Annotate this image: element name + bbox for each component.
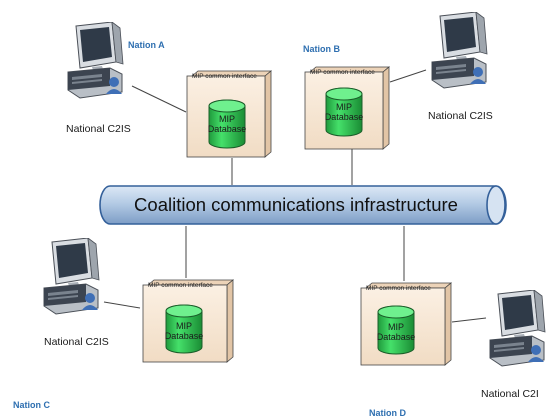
c2is-label-d: National C2I <box>481 388 539 400</box>
database-label-line1: MIP <box>175 321 192 331</box>
database-icon: MIP Database <box>207 98 247 150</box>
database-label-line1: MIP <box>335 102 352 112</box>
database-icon: MIP Database <box>376 304 416 356</box>
mip-interface-box-d: MIP common interface MIP Database <box>360 282 452 366</box>
c2is-label-c: National C2IS <box>44 336 109 348</box>
mip-interface-title: MIP common interface <box>192 73 257 80</box>
mip-interface-title: MIP common interface <box>366 285 431 292</box>
c2is-label-a: National C2IS <box>66 123 131 135</box>
database-label-line2: Database <box>164 331 204 341</box>
database-icon: MIP Database <box>164 303 204 355</box>
computer-icon-c <box>38 238 104 316</box>
coalition-infrastructure-pipe: Coalition communications infrastructure <box>98 184 510 226</box>
database-label-line2: Database <box>324 112 364 122</box>
mip-interface-box-b: MIP common interface MIP Database <box>304 66 390 150</box>
database-label-line2: Database <box>207 124 247 134</box>
mip-interface-box-c: MIP common interface MIP Database <box>142 279 234 363</box>
nation-b-label: Nation B <box>303 44 340 54</box>
link-computer-a <box>131 85 187 113</box>
mip-interface-box-a: MIP common interface MIP Database <box>186 70 272 158</box>
link-computer-d <box>451 317 487 323</box>
mip-interface-title: MIP common interface <box>310 69 375 76</box>
database-label-line1: MIP <box>387 322 404 332</box>
link-computer-b <box>389 69 427 83</box>
nation-d-label: Nation D <box>369 408 406 416</box>
nation-c-label: Nation C <box>13 400 50 410</box>
database-label-line1: MIP <box>218 114 235 124</box>
database-icon: MIP Database <box>324 86 364 138</box>
nation-a-label: Nation A <box>128 40 165 50</box>
mip-interface-title: MIP common interface <box>148 282 213 289</box>
database-label-line2: Database <box>376 332 416 342</box>
c2is-label-b: National C2IS <box>428 110 493 122</box>
computer-icon-b <box>426 12 492 90</box>
backbone-label: Coalition communications infrastructure <box>134 194 458 215</box>
computer-icon-d <box>484 290 547 368</box>
computer-icon-a <box>62 22 128 100</box>
link-computer-c <box>103 301 141 309</box>
